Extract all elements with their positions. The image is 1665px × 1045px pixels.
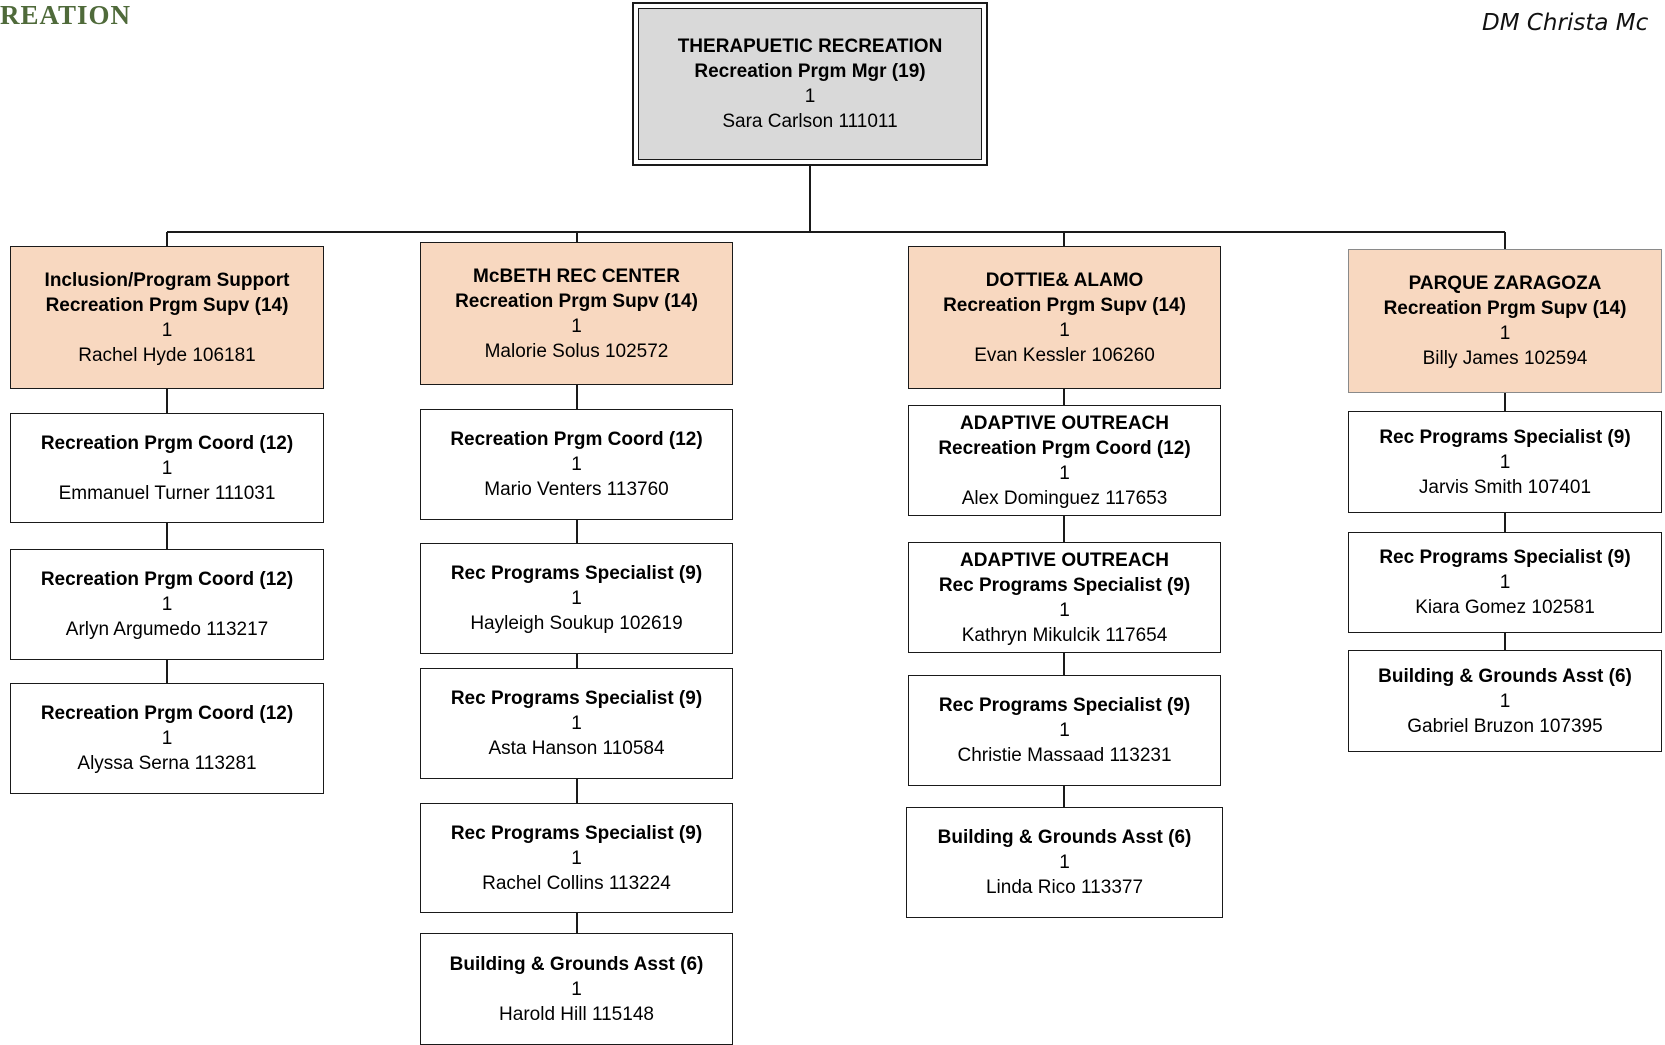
- node-position: Recreation Prgm Supv (14): [1383, 298, 1627, 319]
- node-count: 1: [161, 728, 173, 749]
- node-position: Recreation Prgm Coord (12): [40, 432, 294, 454]
- node-unit: THERAPUETIC RECREATION: [677, 36, 943, 57]
- node-position: Building & Grounds Asst (6): [937, 827, 1192, 848]
- node-unit: DOTTIE& ALAMO: [985, 269, 1144, 291]
- node-count: 1: [571, 713, 582, 734]
- staff-node: ADAPTIVE OUTREACH Recreation Prgm Coord …: [908, 405, 1221, 516]
- node-position: Rec Programs Specialist (9): [450, 822, 703, 844]
- node-count: 1: [1059, 720, 1070, 741]
- node-count: 1: [161, 457, 173, 479]
- staff-node: ADAPTIVE OUTREACH Rec Programs Specialis…: [908, 542, 1221, 653]
- node-person: Rachel Collins 113224: [482, 872, 671, 894]
- node-person: Alex Dominguez 117653: [961, 487, 1168, 509]
- node-unit: McBETH REC CENTER: [473, 265, 680, 287]
- node-person: Malorie Solus 102572: [484, 340, 669, 362]
- staff-node: Recreation Prgm Coord (12) 1 Arlyn Argum…: [10, 549, 324, 660]
- node-unit: Inclusion/Program Support: [44, 269, 290, 291]
- org-root-node: THERAPUETIC RECREATION Recreation Prgm M…: [632, 2, 988, 166]
- staff-node: Recreation Prgm Coord (12) 1 Emmanuel Tu…: [10, 413, 324, 523]
- staff-node: Rec Programs Specialist (9) 1 Jarvis Smi…: [1348, 411, 1662, 513]
- staff-node: Building & Grounds Asst (6) 1 Gabriel Br…: [1348, 650, 1662, 752]
- node-count: 1: [1499, 690, 1511, 712]
- node-person: Mario Venters 113760: [484, 479, 669, 500]
- node-count: 1: [571, 847, 582, 869]
- org-root-node-body: THERAPUETIC RECREATION Recreation Prgm M…: [638, 8, 982, 160]
- supervisor-node-inclusion: Inclusion/Program Support Recreation Prg…: [10, 246, 324, 389]
- node-position: Recreation Prgm Coord (12): [450, 429, 703, 450]
- node-person: Linda Rico 113377: [985, 877, 1144, 898]
- node-person: Rachel Hyde 106181: [78, 344, 256, 366]
- node-person: Asta Hanson 110584: [488, 738, 665, 759]
- node-count: 1: [1059, 462, 1070, 484]
- node-position: Rec Programs Specialist (9): [938, 695, 1191, 716]
- node-unit: ADAPTIVE OUTREACH: [959, 549, 1169, 571]
- node-person: Billy James 102594: [1422, 348, 1588, 369]
- node-position: Recreation Prgm Mgr (19): [694, 61, 926, 82]
- node-count: 1: [1499, 451, 1511, 473]
- node-count: 1: [571, 454, 582, 475]
- node-unit: ADAPTIVE OUTREACH: [959, 412, 1169, 434]
- node-count: 1: [1059, 319, 1070, 341]
- node-count: 1: [1059, 852, 1070, 873]
- node-position: Building & Grounds Asst (6): [449, 953, 704, 975]
- node-position: Recreation Prgm Coord (12): [40, 569, 294, 590]
- node-person: Evan Kessler 106260: [974, 344, 1155, 366]
- node-count: 1: [1499, 323, 1511, 344]
- node-person: Hayleigh Soukup 102619: [470, 613, 683, 634]
- node-position: Rec Programs Specialist (9): [1379, 547, 1631, 568]
- author-label: DM Christa Mc: [1482, 10, 1649, 36]
- supervisor-node-mcbeth: McBETH REC CENTER Recreation Prgm Supv (…: [420, 242, 733, 385]
- node-count: 1: [1059, 599, 1070, 621]
- node-count: 1: [161, 594, 173, 615]
- node-position: Rec Programs Specialist (9): [1379, 426, 1631, 448]
- node-position: Recreation Prgm Supv (14): [45, 294, 289, 316]
- node-position: Recreation Prgm Supv (14): [455, 290, 698, 312]
- staff-node: Rec Programs Specialist (9) 1 Rachel Col…: [420, 803, 733, 913]
- node-person: Emmanuel Turner 111031: [58, 482, 276, 504]
- supervisor-node-dottie-alamo: DOTTIE& ALAMO Recreation Prgm Supv (14) …: [908, 246, 1221, 389]
- node-person: Gabriel Bruzon 107395: [1407, 715, 1603, 737]
- node-count: 1: [571, 978, 582, 1000]
- node-count: 1: [161, 319, 173, 341]
- node-person: Harold Hill 115148: [499, 1003, 654, 1025]
- node-position: Rec Programs Specialist (9): [938, 574, 1191, 596]
- supervisor-node-parque-zaragoza: PARQUE ZARAGOZA Recreation Prgm Supv (14…: [1348, 249, 1662, 393]
- staff-node: Rec Programs Specialist (9) 1 Kiara Gome…: [1348, 532, 1662, 633]
- staff-node: Building & Grounds Asst (6) 1 Harold Hil…: [420, 933, 733, 1045]
- node-position: Recreation Prgm Coord (12): [40, 703, 294, 724]
- staff-node: Building & Grounds Asst (6) 1 Linda Rico…: [906, 807, 1223, 918]
- staff-node: Recreation Prgm Coord (12) 1 Alyssa Sern…: [10, 683, 324, 794]
- node-person: Kathryn Mikulcik 117654: [961, 624, 1168, 646]
- staff-node: Rec Programs Specialist (9) 1 Asta Hanso…: [420, 668, 733, 779]
- node-person: Arlyn Argumedo 113217: [65, 619, 269, 640]
- node-unit: PARQUE ZARAGOZA: [1408, 273, 1602, 294]
- node-person: Christie Massaad 113231: [957, 745, 1172, 766]
- node-person: Alyssa Serna 113281: [77, 753, 257, 774]
- staff-node: Rec Programs Specialist (9) 1 Christie M…: [908, 675, 1221, 786]
- node-person: Jarvis Smith 107401: [1418, 476, 1592, 498]
- department-logo: REATION: [0, 0, 132, 30]
- staff-node: Rec Programs Specialist (9) 1 Hayleigh S…: [420, 543, 733, 654]
- node-count: 1: [571, 315, 582, 337]
- node-count: 1: [804, 86, 816, 107]
- node-position: Building & Grounds Asst (6): [1378, 665, 1632, 687]
- staff-node: Recreation Prgm Coord (12) 1 Mario Vente…: [420, 409, 733, 520]
- node-count: 1: [571, 588, 582, 609]
- node-position: Rec Programs Specialist (9): [450, 563, 703, 584]
- node-person: Sara Carlson 111011: [722, 111, 898, 132]
- node-person: Kiara Gomez 102581: [1415, 597, 1595, 618]
- node-count: 1: [1499, 572, 1511, 593]
- node-position: Recreation Prgm Coord (12): [938, 437, 1191, 459]
- node-position: Recreation Prgm Supv (14): [943, 294, 1186, 316]
- node-position: Rec Programs Specialist (9): [450, 688, 703, 709]
